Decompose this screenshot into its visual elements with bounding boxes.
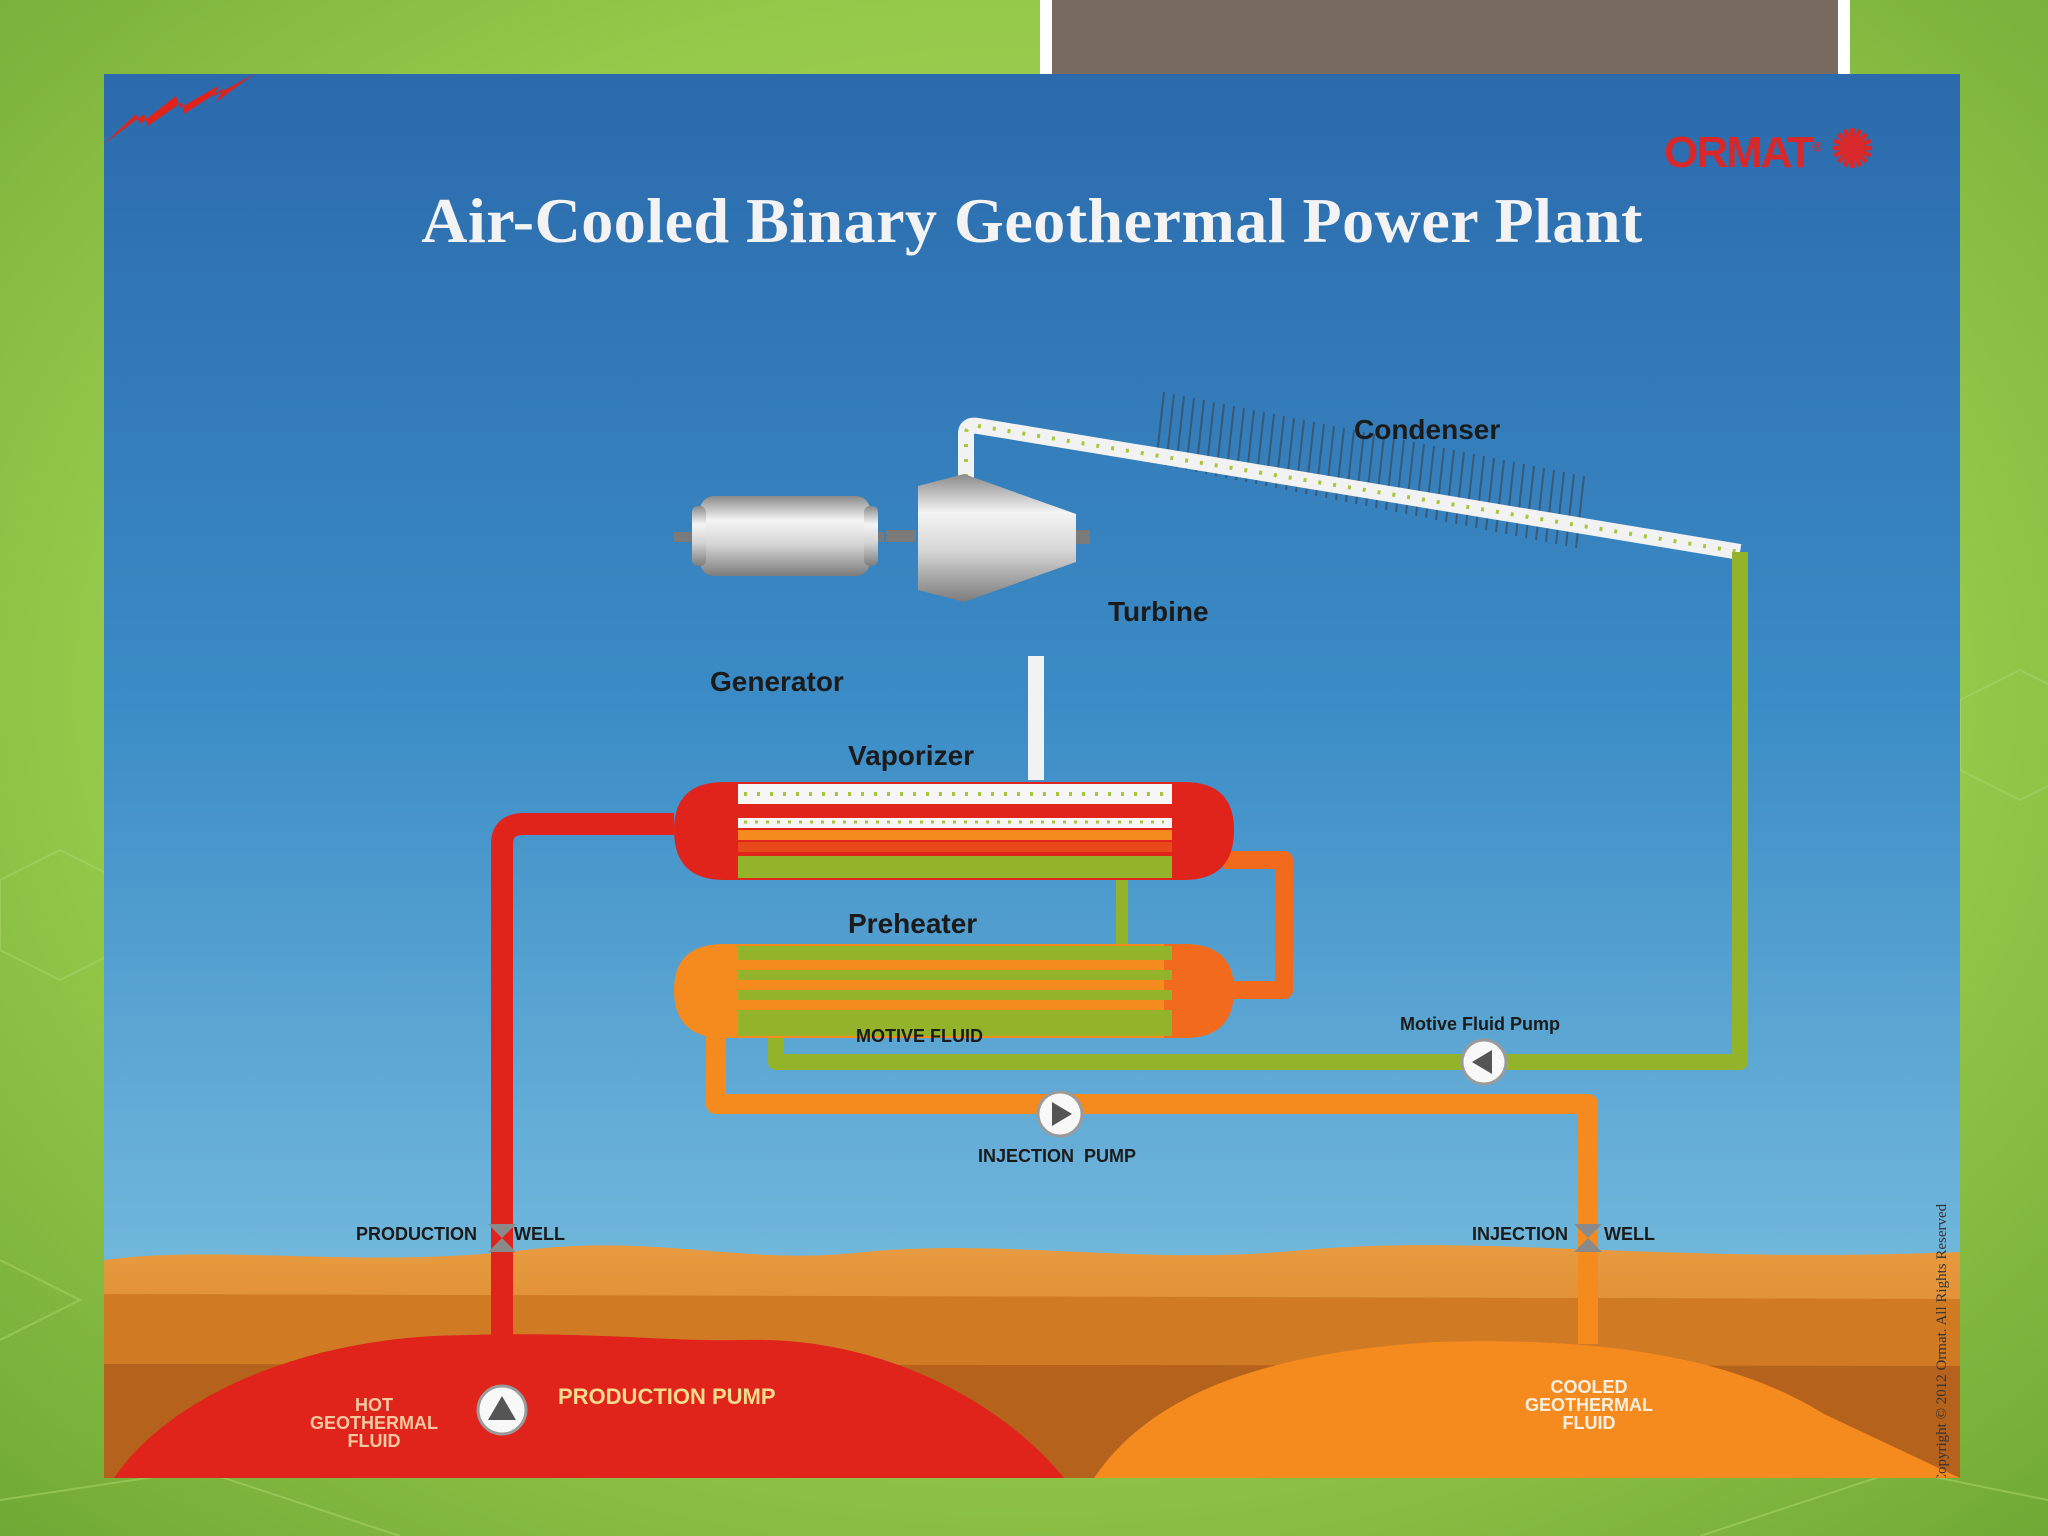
condenser-fins xyxy=(1155,391,1585,549)
cooled-reservoir xyxy=(1094,1341,1960,1478)
vaporizer-label: Vaporizer xyxy=(848,740,975,771)
condenser-label: Condenser xyxy=(1354,414,1501,445)
injection-well-valve xyxy=(1574,1224,1602,1252)
turbine-label: Turbine xyxy=(1108,596,1209,627)
injection-pump xyxy=(1036,1090,1084,1138)
vaporizer xyxy=(674,782,1234,880)
vaporizer-preheater-link xyxy=(1116,880,1128,950)
cooled-fluid-line-3: FLUID xyxy=(1562,1413,1616,1433)
power-plant-diagram: Air-Cooled Binary Geothermal Power Plant… xyxy=(104,74,1960,1478)
injection-well-label: WELL xyxy=(1604,1224,1655,1244)
motive-fluid-pump-label: Motive Fluid Pump xyxy=(1400,1014,1560,1034)
production-well-label: WELL xyxy=(514,1224,565,1244)
injection-label: INJECTION xyxy=(1472,1224,1569,1244)
brine-crossover-pipe xyxy=(1224,851,1293,999)
production-pump xyxy=(476,1384,528,1436)
top-gray-panel xyxy=(1040,0,1850,76)
turbine xyxy=(918,474,1090,602)
injection-pump-label: INJECTION PUMP xyxy=(978,1146,1137,1166)
hot-reservoir xyxy=(114,1334,1064,1478)
hot-fluid-label: HOT GEOTHERMAL FLUID xyxy=(284,1396,464,1450)
generator xyxy=(674,496,916,576)
hot-fluid-line-1: HOT xyxy=(355,1395,393,1415)
production-well-valve xyxy=(488,1224,516,1252)
hot-fluid-line-2: GEOTHERMAL xyxy=(310,1413,438,1433)
hot-fluid-line-3: FLUID xyxy=(347,1431,401,1451)
hot-fluid-pipe xyxy=(491,813,674,1404)
ormat-logo: ORMAT® ✺ xyxy=(1664,120,1875,180)
motive-fluid-label: MOTIVE FLUID xyxy=(856,1026,983,1046)
copyright-notice: Copyright © 2012 Ormat. All Rights Reser… xyxy=(1934,1203,1950,1478)
motive-fluid-pump xyxy=(1460,1038,1508,1086)
diagram-title: Air-Cooled Binary Geothermal Power Plant xyxy=(421,185,1643,256)
preheater xyxy=(674,944,1234,1038)
ormat-pinwheel-icon: ✺ xyxy=(1830,121,1875,179)
production-pump-label: PRODUCTION PUMP xyxy=(558,1384,776,1409)
logo-text: ORMAT xyxy=(1664,128,1814,177)
diagram-canvas xyxy=(104,74,1960,1478)
production-label: PRODUCTION xyxy=(356,1224,477,1244)
generator-label: Generator xyxy=(710,666,844,697)
motive-fluid-return-pipe xyxy=(768,552,1748,1070)
vapor-bubbles xyxy=(964,423,1741,554)
cooled-fluid-label: COOLED GEOTHERMAL FLUID xyxy=(1494,1378,1684,1432)
electricity-bolt-icon xyxy=(104,74,254,144)
cooled-fluid-line-2: GEOTHERMAL xyxy=(1525,1395,1653,1415)
cooled-fluid-line-1: COOLED xyxy=(1550,1377,1628,1397)
registered-mark: ® xyxy=(1812,138,1822,155)
preheater-label: Preheater xyxy=(848,908,978,939)
